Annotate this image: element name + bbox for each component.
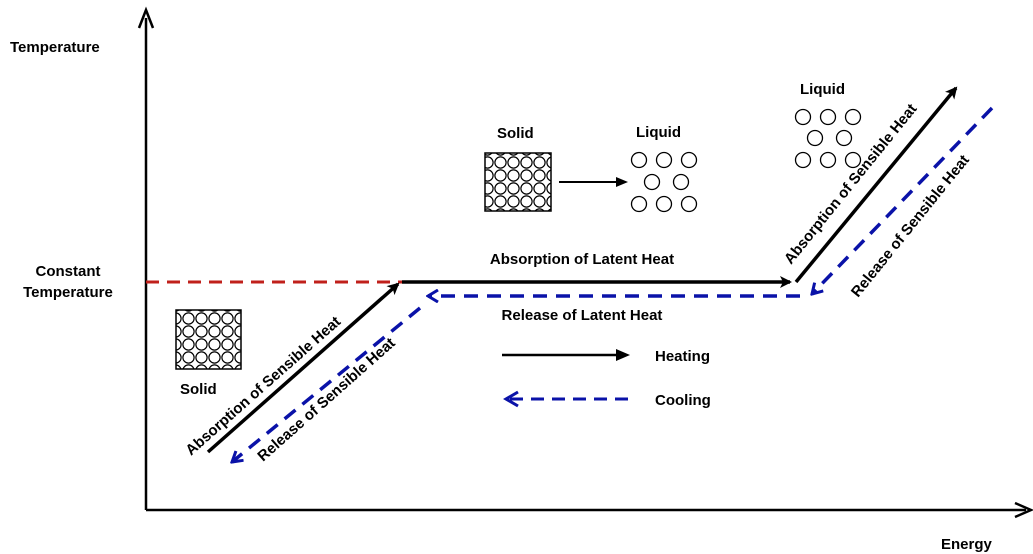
legend: Heating Cooling xyxy=(502,348,711,409)
liquid-molecules-mid xyxy=(630,151,698,213)
label-release-latent: Release of Latent Heat xyxy=(502,307,663,324)
x-axis-label: Energy xyxy=(941,536,993,553)
solid-lattice-low xyxy=(175,309,242,370)
label-absorption-latent: Absorption of Latent Heat xyxy=(490,251,674,268)
y-axis-label: Temperature xyxy=(10,39,100,56)
x-axis xyxy=(146,501,1033,519)
label-release-sensible-1: Release of Sensible Heat xyxy=(254,335,398,465)
melting-arrow xyxy=(559,177,628,187)
legend-cooling-arrow xyxy=(503,390,632,408)
phase-label-liquid-mid: Liquid xyxy=(636,124,681,141)
legend-heating-label: Heating xyxy=(655,348,710,365)
legend-cooling-label: Cooling xyxy=(655,392,711,409)
legend-heating-arrow xyxy=(502,349,630,361)
y-axis xyxy=(137,6,155,510)
phase-label-solid-low: Solid xyxy=(180,381,217,398)
constant-label-line2: Temperature xyxy=(23,284,113,301)
heating-path xyxy=(206,86,958,454)
phase-label-solid-mid: Solid xyxy=(497,125,534,142)
constant-label-line1: Constant xyxy=(36,263,101,280)
phase-label-liquid-high: Liquid xyxy=(800,81,845,98)
solid-lattice-mid xyxy=(484,152,552,212)
liquid-molecules-high xyxy=(794,108,862,169)
cooling-path xyxy=(232,106,994,462)
